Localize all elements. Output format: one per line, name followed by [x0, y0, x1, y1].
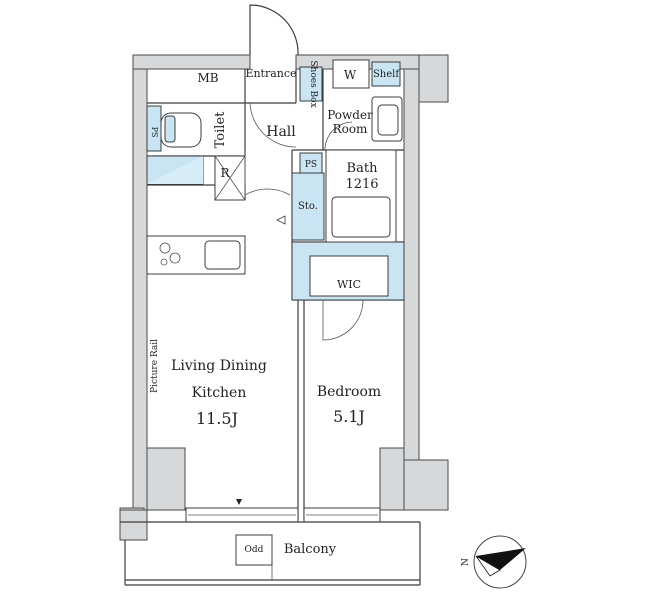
compass-icon: [473, 535, 527, 589]
label-picture-rail: Picture Rail: [150, 339, 160, 393]
label-bedroom-size: 5.1J: [333, 407, 365, 426]
label-entrance: Entrance: [245, 67, 296, 80]
label-sto: Sto.: [298, 201, 318, 212]
label-w: W: [344, 68, 357, 82]
label-powder-room-line2: Room: [333, 122, 368, 136]
label-ldk-line1: Living Dining: [171, 358, 267, 374]
label-shelf: Shelf: [373, 69, 400, 80]
label-mb: MB: [197, 71, 218, 85]
exterior-walls: [119, 54, 449, 541]
label-hall: Hall: [266, 124, 296, 140]
balcony: [120, 521, 421, 586]
label-bath-line1: Bath: [347, 161, 379, 176]
label-ps-small: PS: [150, 127, 159, 138]
label-ps: PS: [305, 160, 317, 170]
label-ldk-size: 11.5J: [196, 409, 238, 428]
label-r: R: [220, 166, 230, 180]
label-odd: Odd: [245, 545, 264, 555]
label-bath-line2: 1216: [345, 177, 378, 192]
label-compass-n: N: [461, 558, 471, 566]
fixtures: [146, 59, 405, 301]
kitchen-counter: [146, 235, 246, 275]
label-toilet: Toilet: [213, 111, 228, 148]
windows: [185, 499, 381, 523]
label-wic: WIC: [337, 278, 361, 291]
entrance-door: [249, 4, 299, 56]
label-bedroom: Bedroom: [317, 384, 381, 400]
label-shoes-box: Shoes Box: [308, 60, 318, 107]
label-powder-room-line1: Powder: [327, 108, 373, 122]
label-balcony: Balcony: [284, 542, 337, 557]
label-ldk-line2: Kitchen: [192, 385, 247, 401]
